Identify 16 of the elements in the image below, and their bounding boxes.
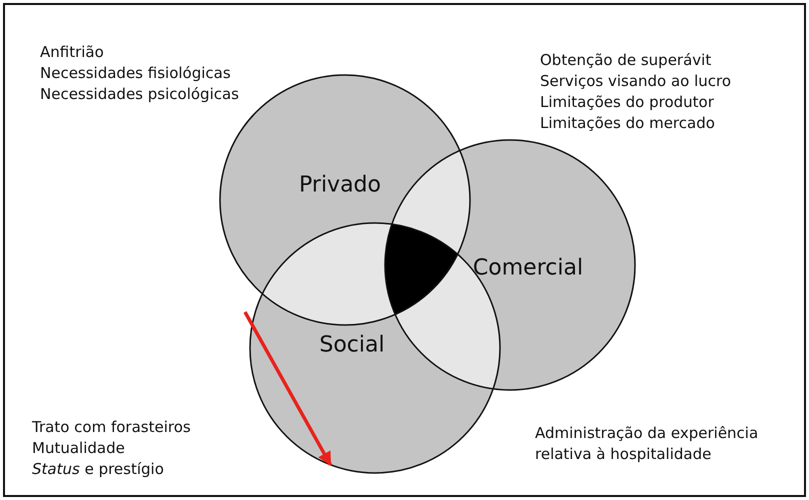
note-text: Serviços visando ao lucro <box>540 71 732 92</box>
note-text: Status e prestígio <box>32 459 164 480</box>
circle-label: Social <box>319 332 385 358</box>
note-text: Obtenção de superávit <box>540 50 712 71</box>
note-text: Anfitrião <box>40 42 104 63</box>
note-text: Administração da experiência relativa à hospitalidade <box>535 423 760 465</box>
note-text: Limitações do mercado <box>540 113 715 134</box>
note-text: Necessidades fisiológicas <box>40 63 231 84</box>
circle-label: Comercial <box>472 256 584 280</box>
note-text: Necessidades psicológicas <box>40 84 239 105</box>
note-text: Trato com forasteiros <box>32 417 191 438</box>
note-text: Mutualidade <box>32 438 125 459</box>
venn-circle <box>384 139 636 391</box>
arrow <box>243 311 332 466</box>
circle-label: Privado <box>299 172 381 198</box>
note-text: Limitações do produtor <box>540 92 714 113</box>
